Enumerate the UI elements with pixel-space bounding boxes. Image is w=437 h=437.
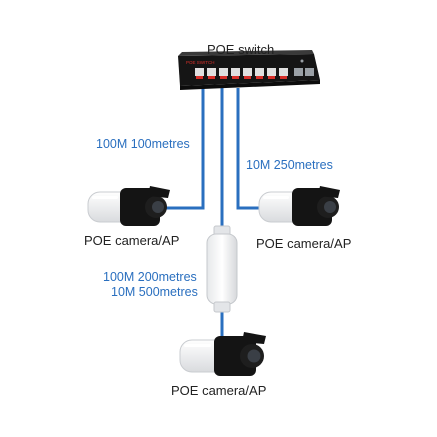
camera-bottom-label: POE camera/AP: [171, 383, 267, 398]
switch-label: POE switch: [207, 42, 275, 57]
link-left-label: 100M 100metres: [96, 137, 190, 151]
camera-left-label: POE camera/AP: [84, 233, 180, 248]
cable-right: [236, 88, 262, 210]
camera-left-device: [87, 186, 170, 226]
power-led-icon: [300, 59, 304, 63]
cable-left: [160, 88, 205, 210]
switch-panel-text: POE SWITCH: [186, 60, 215, 65]
extender-link-line2: 10M 500metres: [111, 285, 198, 299]
extender-link-line1: 100M 200metres: [103, 270, 197, 284]
camera-bottom-device: [179, 332, 266, 376]
poe-switch-device: POE SWITCH: [178, 50, 320, 90]
switch-ports: [195, 68, 314, 79]
camera-right-device: [258, 186, 340, 226]
camera-right-label: POE camera/AP: [256, 236, 352, 251]
link-right-label: 10M 250metres: [246, 158, 333, 172]
poe-extender-device: [206, 225, 238, 313]
